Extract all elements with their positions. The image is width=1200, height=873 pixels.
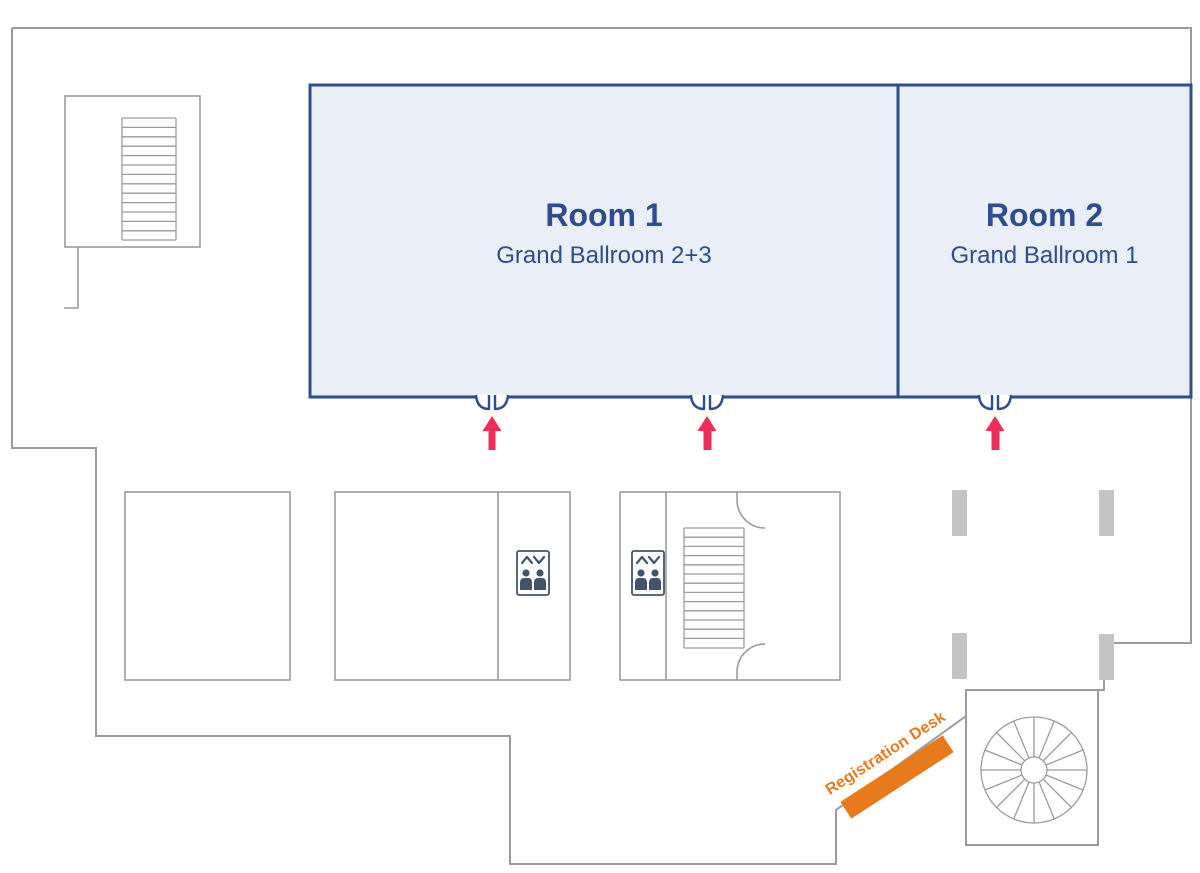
room-1-area: [308, 83, 900, 399]
stairs-icon: [683, 527, 745, 649]
entrance-arrow-icon: [482, 416, 502, 450]
pillar: [952, 490, 967, 536]
door-icon: [977, 394, 1013, 411]
door-swing-icon: [736, 492, 766, 680]
spiral-staircase-icon: [980, 716, 1088, 824]
door-icon: [474, 394, 510, 411]
interior-room: [124, 491, 291, 681]
pillar: [952, 633, 967, 679]
pillar: [1099, 490, 1114, 536]
door-icon: [689, 394, 725, 411]
registration-desk: [840, 735, 954, 819]
elevator-icon: [630, 549, 666, 597]
pillars: [952, 490, 1114, 680]
stairs-icon: [121, 117, 177, 241]
interior-room: [619, 491, 841, 681]
pillar: [1099, 634, 1114, 680]
interior-structures: [124, 491, 841, 681]
interior-room: [334, 491, 571, 681]
room-2-area: [896, 83, 1193, 399]
entrance-arrow-icon: [985, 416, 1005, 450]
elevator-icon: [515, 549, 551, 597]
staircase-room: [64, 95, 201, 309]
entrance-arrow-icon: [697, 416, 717, 450]
